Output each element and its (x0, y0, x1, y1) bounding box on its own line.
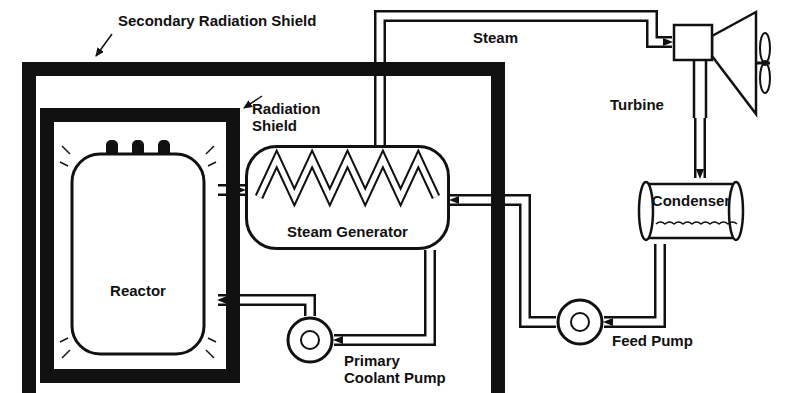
water-surface (656, 222, 737, 224)
reactor-figure (58, 132, 218, 367)
flow-direction (700, 118, 701, 178)
fan-blade (760, 33, 770, 63)
flow-direction (604, 244, 660, 322)
steam-chest (674, 25, 712, 60)
node-label: Steam Generator (245, 223, 450, 240)
fan-blade (760, 63, 770, 93)
coolant-pipe (334, 250, 430, 340)
fan-hub (762, 60, 768, 66)
pump-figure (286, 316, 334, 364)
reactor-vessel (72, 154, 204, 354)
pipe-wall (694, 118, 706, 178)
radiation-shield: Secondary Radiation ShieldRadiation Shie… (22, 62, 505, 393)
exhaust-pipe (694, 60, 706, 118)
pump-node: Primary Coolant Pump (286, 316, 334, 364)
coolant-pipe (380, 16, 672, 145)
pipe-bore (604, 244, 660, 322)
coolant-pipe (604, 244, 660, 322)
pump-figure (556, 298, 604, 346)
radiation-ray (60, 162, 68, 166)
pipe-wall (604, 244, 660, 322)
radiation-ray (60, 338, 68, 342)
radiation-ray (208, 338, 216, 342)
condenser-end-cap (639, 182, 653, 240)
flow-direction (334, 250, 430, 340)
part-label: Secondary Radiation Shield (118, 12, 316, 29)
pipe-wall (334, 250, 430, 340)
flow-direction (380, 16, 672, 145)
pump-node: Feed Pump (556, 298, 604, 346)
turbine-casing (712, 12, 756, 114)
part-label: Radiation Shield (252, 100, 332, 134)
radiation-ray (206, 146, 214, 154)
part-label: Feed Pump (612, 332, 693, 349)
node-label: Condenser (636, 192, 746, 209)
radiation-ray (62, 350, 70, 358)
radiation-shield: Radiation ShieldReactor (40, 108, 240, 383)
pipe-wall (380, 16, 672, 145)
heat-exchanger-coil (259, 159, 436, 197)
part-label: Turbine (610, 96, 664, 113)
pump-casing (558, 300, 602, 344)
pipe-bore (334, 250, 430, 340)
pipe-label: Steam (470, 29, 521, 46)
pump-impeller (571, 313, 589, 331)
sg-node: Steam Generator (245, 145, 450, 250)
node-label: Reactor (58, 282, 218, 299)
pipe-bore (697, 118, 704, 178)
condenser-end-cap (729, 182, 743, 240)
pipe-bore (380, 16, 672, 145)
part-label: Primary Coolant Pump (344, 352, 456, 386)
heat-exchanger-coil (259, 159, 436, 197)
reactor-node: Reactor (58, 132, 218, 367)
radiation-ray (206, 350, 214, 358)
turbine-figure (672, 8, 772, 118)
radiation-ray (208, 162, 216, 166)
condenser-figure (636, 178, 746, 244)
coolant-pipe (700, 118, 701, 178)
pump-casing (288, 318, 332, 362)
pump-impeller (301, 331, 319, 349)
radiation-ray (62, 146, 70, 154)
turbine-node: Turbine (672, 8, 772, 118)
condenser-node: Condenser (636, 178, 746, 244)
leader-line (96, 34, 112, 56)
